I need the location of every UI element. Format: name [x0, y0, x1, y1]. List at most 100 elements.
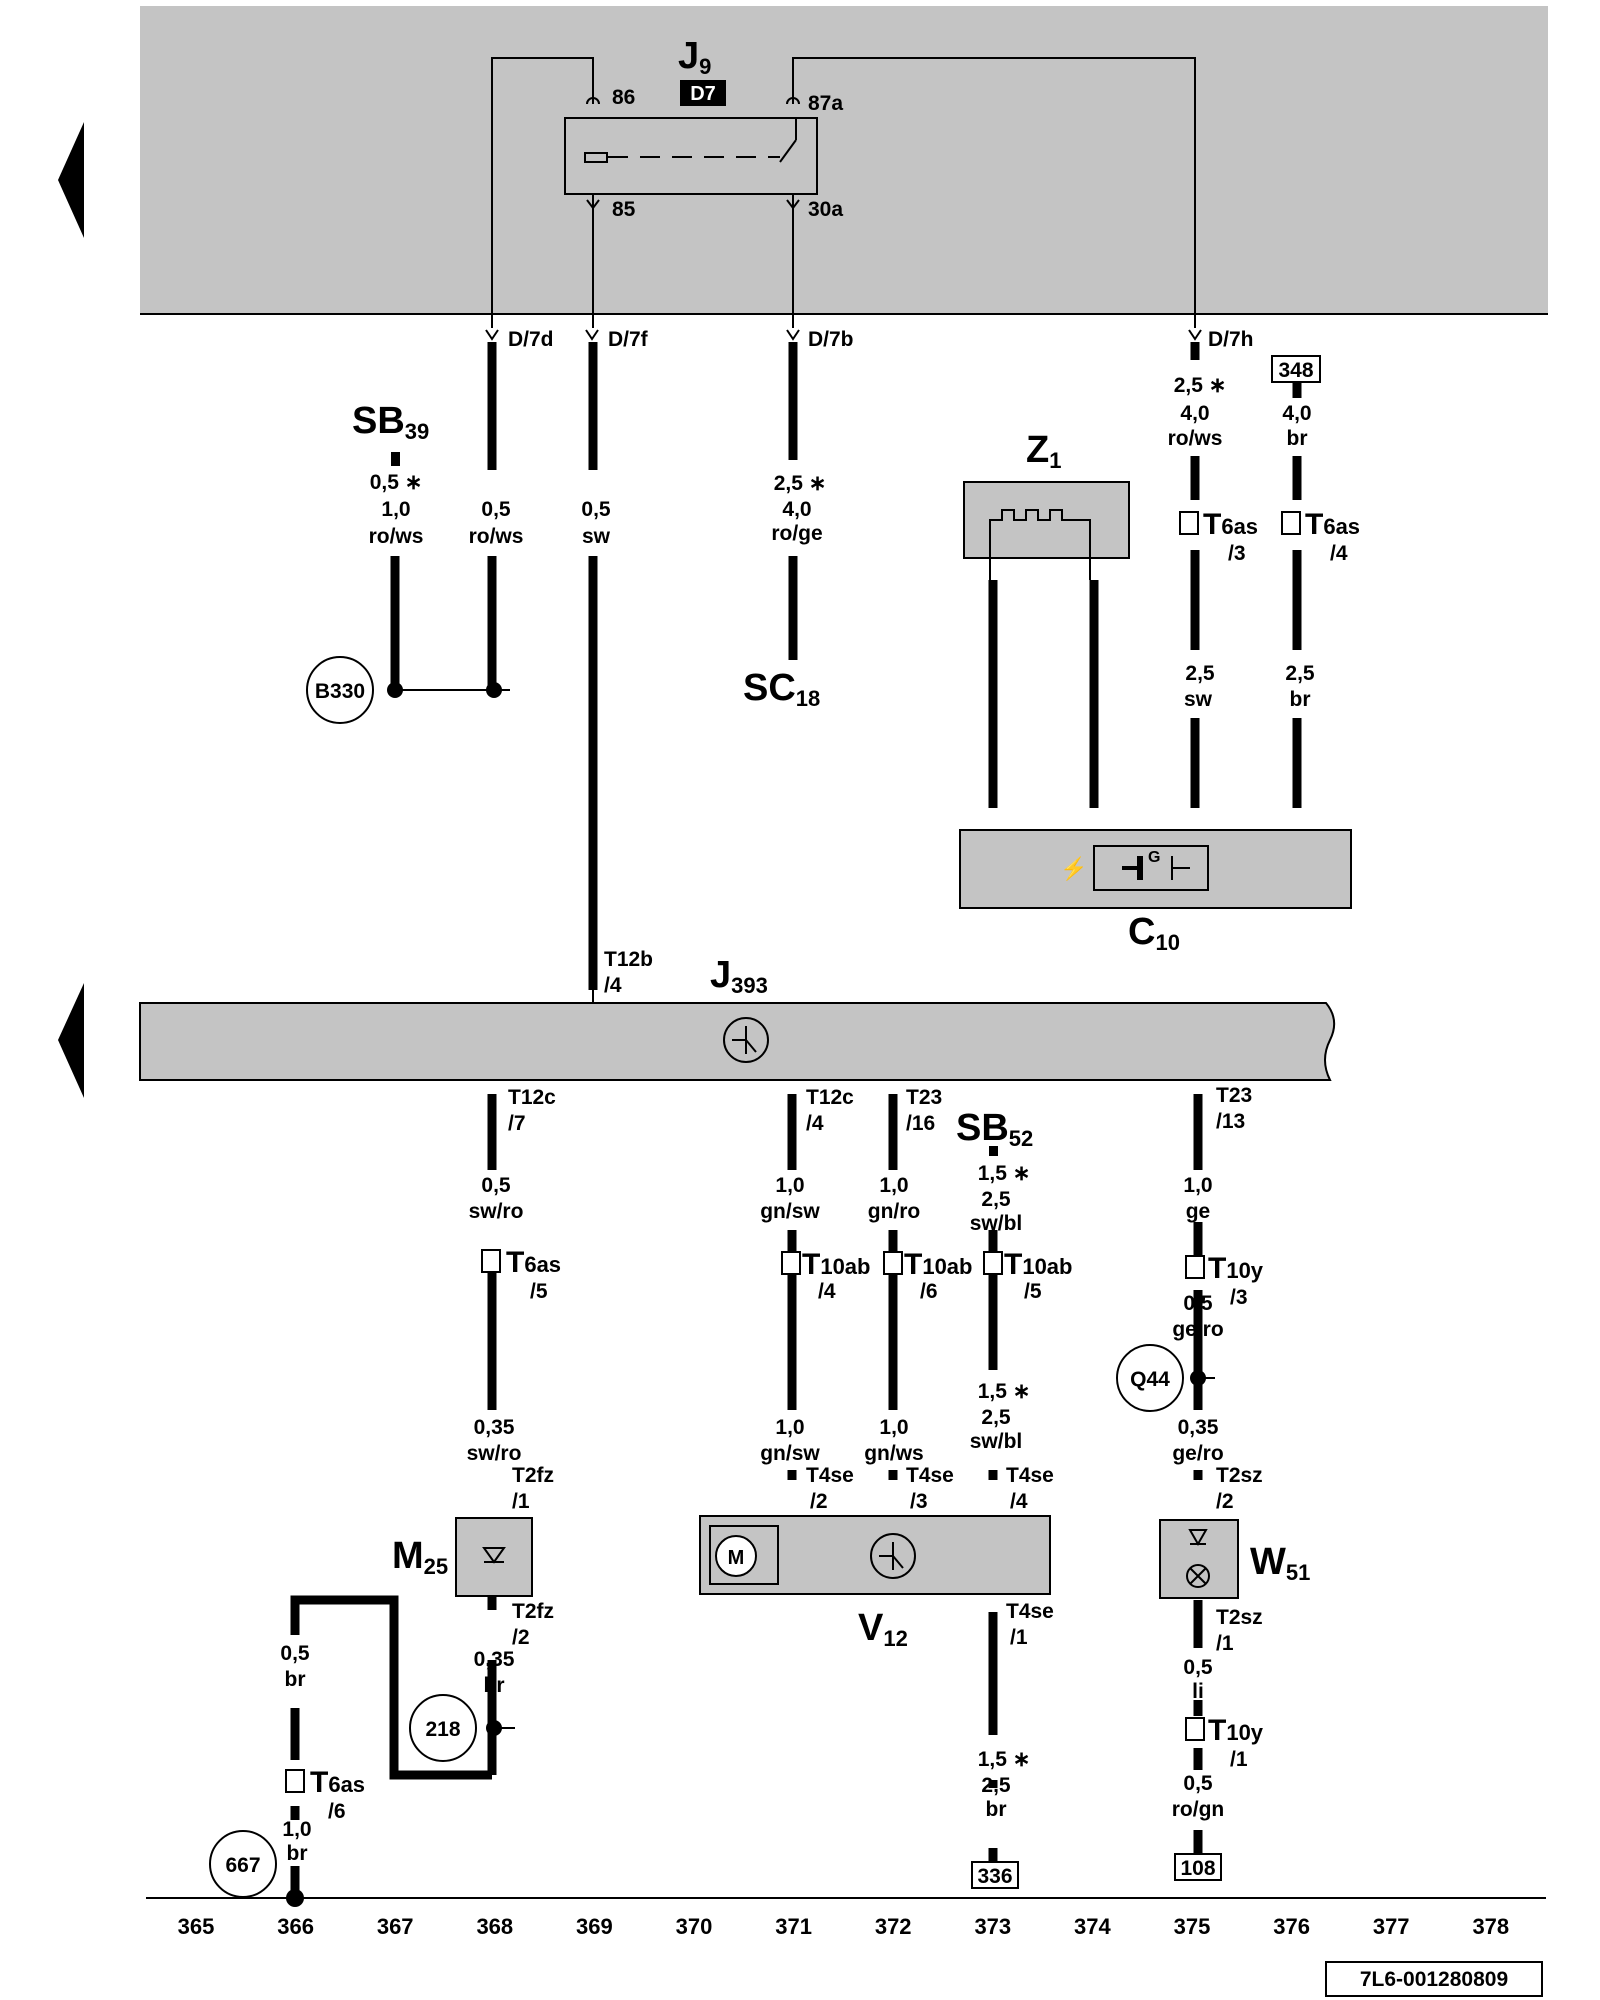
t6as-6-label: T6as — [310, 1766, 365, 1799]
c10-wire-b-size: 2,5 — [1285, 662, 1315, 685]
t23-13-conn: T23 — [1216, 1084, 1252, 1107]
nav-arrow-bottom[interactable] — [58, 983, 84, 1098]
axis-label-375: 375 — [1174, 1914, 1211, 1939]
c10-alternator — [959, 829, 1352, 909]
v12-control-symbol — [870, 1533, 916, 1579]
c10-wire-b-color: br — [1290, 688, 1311, 711]
c373-size-c: 1,5 ∗ — [978, 1748, 1031, 1771]
t4se-2-pin: /2 — [810, 1490, 828, 1513]
t2sz-1-conn: T2sz — [1216, 1606, 1263, 1629]
t4se-3-conn: T4se — [906, 1464, 954, 1487]
c373-size-a: 1,5 ∗ — [978, 1380, 1031, 1403]
t6as-5-connector — [481, 1249, 501, 1273]
t6as-4-label: T6as — [1305, 508, 1360, 541]
relay-badge: D7 — [690, 83, 716, 105]
t2fz-2-conn: T2fz — [512, 1600, 554, 1623]
sb52-color: sw/bl — [970, 1212, 1023, 1235]
svg-text:M: M — [728, 1547, 745, 1569]
c368-color: sw/ro — [469, 1200, 524, 1223]
ref-q44[interactable] — [1116, 1344, 1184, 1412]
t10y-1-label: T10y — [1208, 1714, 1264, 1747]
c375-color4: li — [1192, 1680, 1204, 1703]
svg-text:667: 667 — [225, 1854, 260, 1877]
t2sz-2-conn: T2sz — [1216, 1464, 1263, 1487]
axis-label-377: 377 — [1373, 1914, 1410, 1939]
t10ab-5-connector — [983, 1251, 1003, 1275]
axis-label-366: 366 — [277, 1914, 314, 1939]
t2fz-1-conn: T2fz — [512, 1464, 554, 1487]
c10-wire-a-color: sw — [1184, 688, 1213, 711]
axis-label-365: 365 — [178, 1914, 215, 1939]
t12c-4-pin: /4 — [806, 1112, 824, 1135]
j393-symbol — [723, 1017, 769, 1063]
d7h-size-a: 2,5 ∗ — [1174, 374, 1227, 397]
t4se-4-pin: /4 — [1010, 1490, 1028, 1513]
svg-text:218: 218 — [425, 1718, 460, 1741]
t10ab-4-pin: /4 — [818, 1280, 836, 1303]
t12b-pin: /4 — [604, 974, 622, 997]
doc-id: 7L6-001280809 — [1360, 1968, 1508, 1991]
c375-color: ge — [1186, 1200, 1211, 1223]
t2sz-2-pin: /2 — [1216, 1490, 1234, 1513]
c373-color-b: br — [986, 1798, 1007, 1821]
pin-30a: 30a — [808, 198, 843, 221]
t4se-4-conn: T4se — [1006, 1464, 1054, 1487]
axis-label-370: 370 — [676, 1914, 713, 1939]
t4se-3-pin: /3 — [910, 1490, 928, 1513]
t4se-2-conn: T4se — [806, 1464, 854, 1487]
t6as-6-connector — [285, 1769, 305, 1793]
t10ab-4-label: T10ab — [802, 1248, 870, 1281]
ref-348[interactable] — [1271, 355, 1321, 383]
ref-336[interactable] — [971, 1861, 1019, 1889]
t4se-1-pin: /1 — [1010, 1626, 1028, 1649]
axis-label-378: 378 — [1472, 1914, 1509, 1939]
t10ab-4-connector — [781, 1251, 801, 1275]
axis-label-369: 369 — [576, 1914, 613, 1939]
t10y-3-label: T10y — [1208, 1252, 1264, 1285]
t23-16-conn: T23 — [906, 1086, 942, 1109]
t23-16-pin: /16 — [906, 1112, 935, 1135]
doc-id-box — [1325, 1961, 1543, 1997]
d7f-size: 0,5 — [581, 498, 611, 521]
pin-87a: 87a — [808, 92, 843, 115]
relay-j9-label: J9 — [678, 35, 711, 79]
c366-color: br — [285, 1668, 306, 1691]
d7b-size-b: 4,0 — [782, 498, 811, 521]
t6as-3-connector — [1179, 511, 1199, 535]
t10ab-6-label: T10ab — [904, 1248, 972, 1281]
d7h-color: ro/ws — [1168, 427, 1223, 450]
relay-panel — [140, 6, 1548, 314]
pin-86: 86 — [612, 86, 635, 109]
sb52-size-a: 1,5 ∗ — [978, 1162, 1031, 1185]
ref-b330[interactable] — [306, 656, 374, 724]
nav-arrow-top[interactable] — [58, 122, 84, 238]
c373-color: sw/bl — [970, 1430, 1023, 1453]
svg-text:348: 348 — [1278, 359, 1313, 382]
w348-color: br — [1287, 427, 1308, 450]
d7h-size-b: 4,0 — [1180, 402, 1209, 425]
sc18-label: SC18 — [743, 667, 820, 711]
t12c-7-conn: T12c — [508, 1086, 556, 1109]
c371-size2: 1,0 — [775, 1416, 804, 1439]
c375-size2: 0,5 — [1183, 1292, 1213, 1315]
t6as-3-label: T6as — [1203, 508, 1258, 541]
j393-module — [139, 1002, 1336, 1081]
ref-108[interactable] — [1174, 1853, 1222, 1881]
wire-d7h: D/7h — [1208, 328, 1254, 351]
d7d-size: 0,5 — [481, 498, 511, 521]
axis-label-371: 371 — [775, 1914, 812, 1939]
c373-size-b: 2,5 — [981, 1406, 1011, 1429]
d7f-color: sw — [582, 525, 611, 548]
c372-color: gn/ro — [868, 1200, 921, 1223]
w51-lamp — [1159, 1519, 1239, 1599]
svg-text:Q44: Q44 — [1130, 1368, 1170, 1391]
m25-label: M25 — [392, 1535, 448, 1579]
exit-arrows — [485, 329, 1202, 341]
relay-wiring — [491, 57, 1196, 328]
svg-text:B330: B330 — [315, 680, 365, 703]
ref-218[interactable] — [409, 1694, 477, 1762]
thick-wires-lower — [290, 1094, 1203, 1898]
c368-size3: 0,35 — [474, 1648, 515, 1671]
sb52-label: SB52 — [956, 1107, 1033, 1151]
wire-d7b: D/7b — [808, 328, 854, 351]
